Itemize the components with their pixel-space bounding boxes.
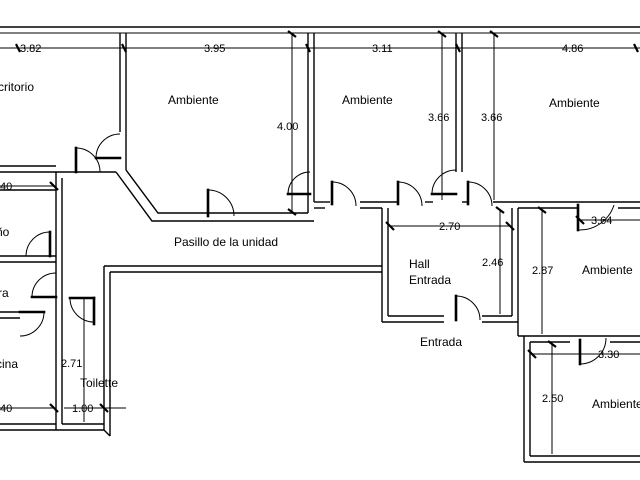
door-cocina [18,310,46,337]
wall-left-rooms [0,165,116,437]
wall-hall-entrada [381,208,640,337]
dim-lines-interior [0,30,640,454]
door-ambiente1-side [94,133,122,160]
room-cocina: cina [0,357,18,371]
room-toilette: Toilette [80,376,118,390]
wall-ambiente2-ambiente3 [455,33,463,172]
dim-ambiente5-depth: 2.50 [542,393,563,405]
room-lavadero: ra [0,286,9,300]
dim-ambiente3-depth: 3.66 [481,112,502,124]
door-ambiente1 [206,188,235,218]
dim-ambiente2-depth: 3.66 [428,112,449,124]
wall-ambiente1-bottom [115,169,314,222]
dim-hall-depth: 2.46 [482,257,503,269]
dim-escritorio-width: 3.82 [20,43,41,55]
dim-ambiente3-width: 4.86 [562,43,583,55]
dim-left-top: 40 [0,181,12,193]
dim-left-bottom: 40 [0,403,12,415]
dim-ambiente4-depth: 2.87 [532,265,553,277]
dim-ambiente2-width: 3.11 [372,43,393,55]
room-hall-line2: Entrada [409,273,451,287]
door-hall-entrada [454,294,481,322]
room-escritorio: Escritorio [0,80,34,94]
door-ambiente3-a [430,169,458,196]
room-hall-line1: Hall [409,257,430,271]
dim-ambiente5-width: 3.30 [598,349,619,361]
room-bano: ño [0,225,10,239]
wall-ambiente1-ambiente2 [307,33,325,213]
room-ambiente-1: Ambiente [168,93,219,107]
door-ambiente2-a [286,171,312,196]
room-ambiente-3: Ambiente [549,96,600,110]
door-ambiente5 [578,337,607,366]
room-ambiente-2: Ambiente [342,93,393,107]
wall-pasillo-bottom [103,265,382,436]
wall-escritorio-ambiente1 [119,33,127,170]
room-ambiente-4: Ambiente [582,263,633,277]
room-pasillo: Pasillo de la unidad [174,235,278,249]
dim-ambiente1-depth: 4.00 [277,121,298,133]
door-lavadero [30,272,58,299]
door-ambiente2-c [396,180,423,207]
outer-wall-top [0,26,640,34]
dim-ambiente1-width: 3.95 [204,43,225,55]
dim-ambiente4-width: 3.64 [591,215,612,227]
door-ambiente2-b [330,180,357,207]
door-escritorio [74,146,101,174]
door-toilette [68,296,96,326]
dim-hall-width: 2.70 [439,221,460,233]
room-ambiente-5: Ambiente [592,397,640,411]
door-ambiente3-b [466,180,493,207]
wall-ambiente5 [523,336,640,463]
room-entrada: Entrada [420,335,462,349]
door-bano [25,230,52,258]
corridor-top-walls [325,201,640,209]
top-dimension-line [0,43,640,53]
dim-toilette-depth: 2.71 [61,358,82,370]
dim-toilette-width: 1.00 [72,403,93,415]
